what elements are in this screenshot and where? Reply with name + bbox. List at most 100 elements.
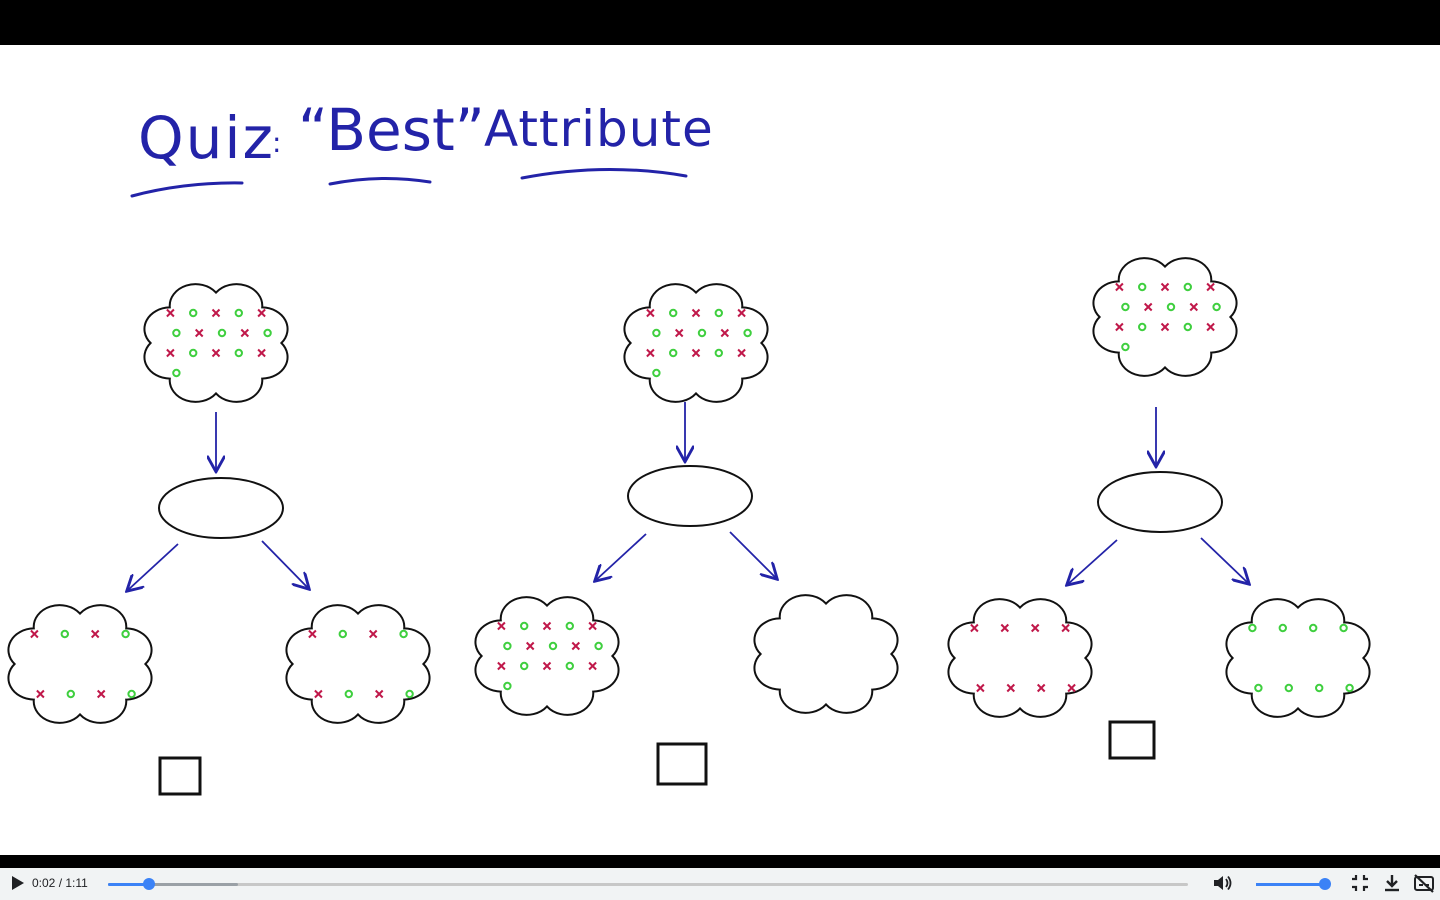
green-o-mark [1345, 683, 1354, 693]
red-x-mark [257, 308, 266, 318]
tree-2-left-child-cloud-outline [474, 596, 620, 716]
tree-1-attribute-node [158, 477, 284, 539]
green-o-mark [172, 368, 181, 378]
red-x-mark [1030, 623, 1040, 633]
green-o-mark [1166, 302, 1176, 312]
red-x-mark [36, 689, 45, 699]
green-o-mark [548, 641, 558, 651]
tree-2-right-child-cloud-outline [753, 594, 899, 714]
green-o-mark [1121, 342, 1130, 352]
tree-1-right-arrow [261, 540, 308, 588]
seek-thumb[interactable] [143, 878, 156, 890]
red-x-mark [1067, 683, 1076, 693]
red-x-mark [588, 661, 597, 671]
red-x-mark [1160, 322, 1170, 332]
tree-2-answer-checkbox [656, 742, 708, 786]
green-o-mark [1278, 623, 1288, 633]
green-o-mark [338, 629, 347, 639]
tree-3-root-cloud-outline [1092, 257, 1238, 377]
red-x-mark [374, 689, 384, 699]
red-x-mark [1000, 623, 1010, 633]
red-x-mark [571, 641, 581, 651]
red-x-mark [1160, 282, 1170, 292]
title-word-best: “Best” [298, 96, 485, 164]
green-o-mark [669, 308, 678, 318]
red-x-mark [1143, 302, 1153, 312]
tree-2-right-arrow [729, 531, 776, 578]
red-x-mark [368, 629, 378, 639]
red-x-mark [720, 328, 730, 338]
tree-2-attribute-node [627, 465, 753, 527]
green-o-mark [405, 689, 414, 699]
green-o-mark [189, 348, 198, 358]
green-o-mark [127, 689, 136, 699]
tree-3-left-arrow [1068, 539, 1118, 584]
red-x-mark [1036, 683, 1046, 693]
red-x-mark [542, 661, 552, 671]
letterbox-top [0, 0, 1440, 45]
tree-3-right-child-cloud-outline [1225, 598, 1371, 718]
red-x-mark [257, 348, 266, 358]
red-x-mark [737, 348, 746, 358]
red-x-mark [588, 621, 597, 631]
red-x-mark [674, 328, 684, 338]
green-o-mark [1339, 623, 1348, 633]
green-o-mark [714, 308, 723, 318]
red-x-mark [525, 641, 535, 651]
green-o-mark [503, 641, 512, 651]
red-x-mark [30, 629, 39, 639]
red-x-mark [314, 689, 323, 699]
tree-3-answer-checkbox [1108, 720, 1156, 760]
red-x-mark [96, 689, 106, 699]
green-o-mark [503, 681, 512, 691]
tree-3-root-cloud [1092, 257, 1238, 377]
green-o-mark [520, 621, 529, 631]
exit-fullscreen-icon[interactable] [1349, 872, 1371, 894]
red-x-mark [646, 348, 655, 358]
seek-bar[interactable] [108, 878, 1188, 890]
red-x-mark [1206, 282, 1215, 292]
green-o-mark [594, 641, 603, 651]
red-x-mark [497, 621, 506, 631]
green-o-mark [172, 328, 181, 338]
volume-icon[interactable] [1211, 872, 1233, 894]
title-word-quiz: Quiz [138, 104, 275, 172]
captions-off-icon[interactable] [1413, 872, 1435, 894]
download-icon[interactable] [1381, 872, 1403, 894]
tree-2-left-child-cloud [474, 596, 620, 716]
green-o-mark [217, 328, 227, 338]
red-x-mark [691, 308, 701, 318]
red-x-mark [646, 308, 655, 318]
tree-2-root-cloud-outline [623, 283, 769, 403]
red-x-mark [1115, 282, 1124, 292]
green-o-mark [234, 308, 244, 318]
tree-1-left-child-cloud [7, 604, 153, 724]
volume-thumb[interactable] [1318, 878, 1331, 890]
tree-3-left-child-cloud-outline [947, 598, 1093, 718]
video-frame[interactable]: Quiz : “Best” Attribute [0, 45, 1440, 855]
volume-slider[interactable] [1256, 878, 1331, 890]
red-x-mark [737, 308, 746, 318]
green-o-mark [399, 629, 408, 639]
red-x-mark [1206, 322, 1215, 332]
green-o-mark [1121, 302, 1130, 312]
green-o-mark [714, 348, 723, 358]
tree-3-right-child-cloud [1225, 598, 1371, 718]
decision-trees [7, 257, 1371, 796]
red-x-mark [240, 328, 250, 338]
green-o-mark [1183, 322, 1193, 332]
volume-level [1256, 883, 1325, 886]
tree-1-right-child-cloud-outline [285, 604, 431, 724]
green-o-mark [1138, 282, 1147, 292]
buffered-range [108, 883, 238, 886]
green-o-mark [1183, 282, 1193, 292]
red-x-mark [542, 621, 552, 631]
tree-1-left-arrow [128, 543, 179, 590]
play-icon[interactable] [6, 872, 28, 894]
green-o-mark [652, 368, 661, 378]
tree-3-left-child-cloud [947, 598, 1093, 718]
tree-2-left-arrow [596, 533, 647, 580]
green-o-mark [189, 308, 198, 318]
title-colon: : [272, 126, 281, 159]
tree-3-right-arrow [1200, 537, 1248, 583]
